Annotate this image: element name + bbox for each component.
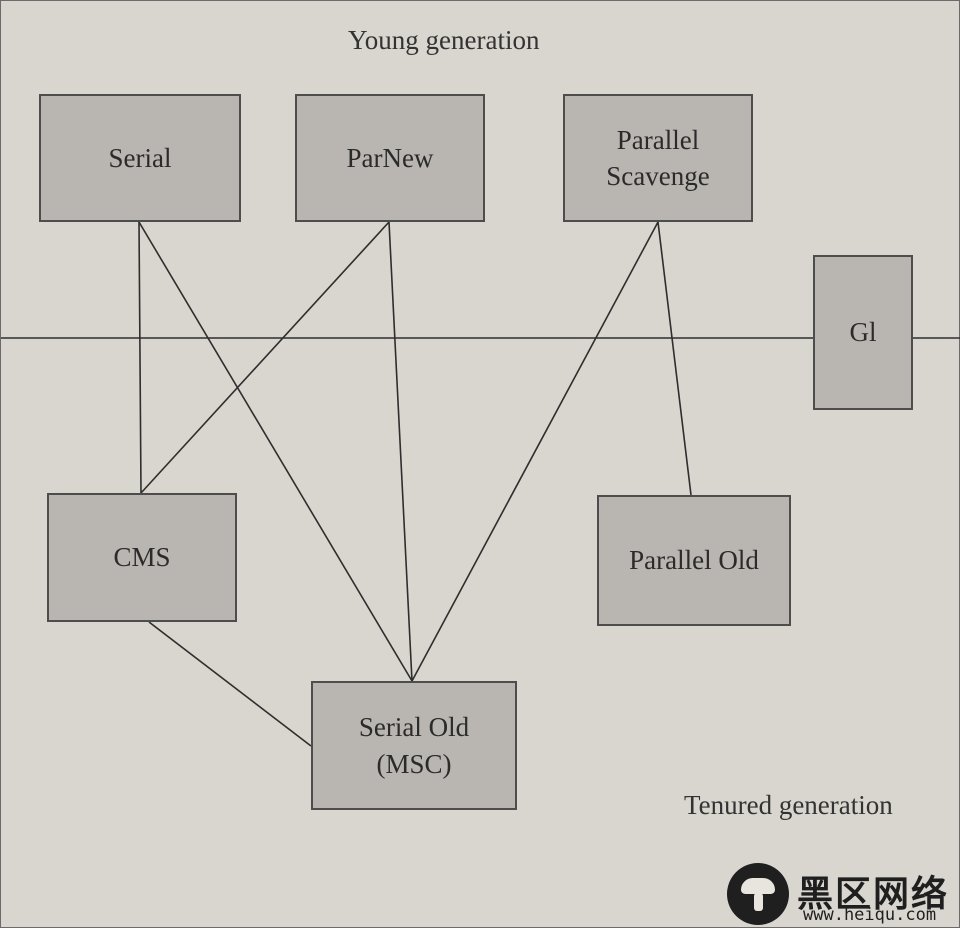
serial-node: Serial [39, 94, 241, 222]
parnew-node: ParNew [295, 94, 485, 222]
young-generation-label: Young generation [348, 25, 540, 55]
watermark-chinese-text: 黑区网络 [797, 874, 950, 915]
tenured-generation-label: Tenured generation [684, 790, 893, 820]
watermark: 黑区网络 www.heiqu.com [727, 861, 960, 929]
edge-parnew-to-cms [140, 221, 390, 494]
mushroom-logo-icon [727, 863, 789, 925]
edge-serial-to-cms [138, 221, 142, 494]
watermark-url: www.heiqu.com [803, 905, 937, 925]
g1-node: Gl [813, 255, 913, 410]
edge-cms-to-serial-old [148, 621, 312, 747]
parallel-scavenge-node: Parallel Scavenge [563, 94, 753, 222]
edge-serial-to-serial-old [138, 221, 413, 682]
serial-old-node: Serial Old (MSC) [311, 681, 517, 810]
edge-parallel-scavenge-to-parallel-old [657, 221, 692, 496]
parallel-old-node: Parallel Old [597, 495, 791, 626]
edge-parnew-to-serial-old [388, 221, 413, 682]
cms-node: CMS [47, 493, 237, 622]
edge-parallel-scavenge-to-serial-old [411, 221, 659, 682]
